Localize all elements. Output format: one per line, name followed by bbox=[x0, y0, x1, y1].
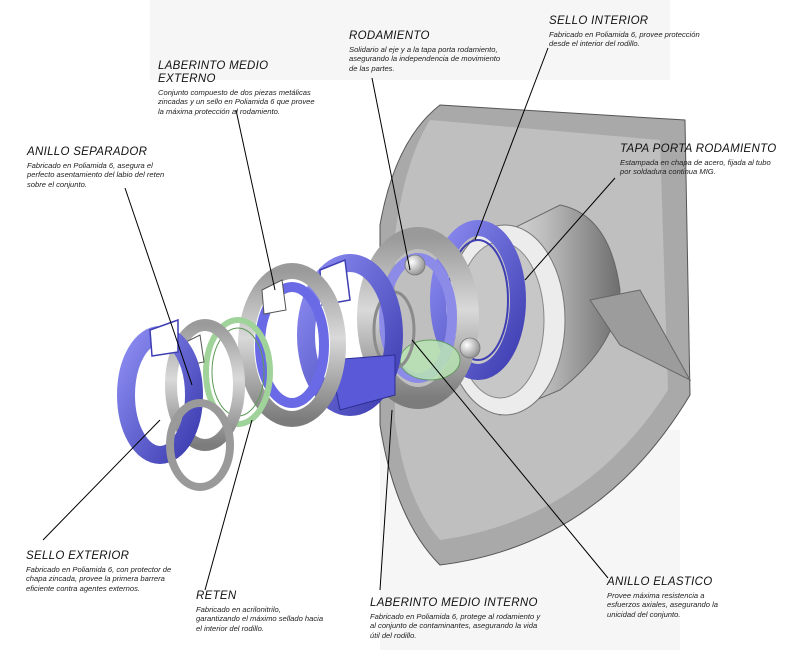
label-laberinto-medio-externo: LABERINTO MEDIO EXTERNO Conjunto compues… bbox=[158, 60, 316, 116]
rodamiento-part bbox=[357, 227, 481, 409]
laberinto-medio-externo-title: LABERINTO MEDIO EXTERNO bbox=[158, 60, 269, 85]
sello-exterior-desc: Fabricado en Poliamida 6, con protector … bbox=[26, 565, 172, 593]
label-anillo-elastico: ANILLO ELASTICO Provee máxima resistenci… bbox=[607, 576, 727, 619]
leader-rodamiento bbox=[371, 77, 411, 271]
label-reten: RETEN Fabricado en acrilonitrilo, garant… bbox=[196, 590, 326, 633]
tapa-porta-rodamiento-desc: Estampada en chapa de acero, fijada al t… bbox=[620, 158, 771, 177]
anillo-separador-title: ANILLO SEPARADOR bbox=[27, 146, 148, 158]
anillo-elastico-title: ANILLO ELASTICO bbox=[607, 576, 713, 588]
leader-anillo-elastico bbox=[411, 339, 609, 579]
sello-exterior-part bbox=[117, 318, 234, 491]
laberinto-medio-externo-desc: Conjunto compuesto de dos piezas metálic… bbox=[158, 88, 315, 116]
tapa-porta-rodamiento-part bbox=[379, 104, 692, 566]
laberinto-medio-interno-desc: Fabricado en Poliamida 6, protege al rod… bbox=[370, 612, 541, 640]
reten-title: RETEN bbox=[196, 590, 237, 602]
label-laberinto-medio-interno: LABERINTO MEDIO INTERNO Fabricado en Pol… bbox=[370, 597, 545, 640]
sello-interior-desc: Fabricado en Poliamida 6, provee protecc… bbox=[549, 30, 700, 49]
anillo-separador-desc: Fabricado en Poliamida 6, asegura el per… bbox=[27, 161, 165, 189]
leader-laberinto-medio-interno bbox=[379, 409, 393, 591]
leader-sello-interior bbox=[474, 47, 549, 241]
anillo-elastico-desc: Provee máxima resistencia a esfuerzos ax… bbox=[607, 591, 719, 619]
rodamiento-desc: Solidario al eje y a la tapa porta rodam… bbox=[349, 45, 501, 73]
sello-exterior-title: SELLO EXTERIOR bbox=[26, 550, 130, 562]
leader-tapa-porta-rodamiento bbox=[524, 177, 616, 281]
label-rodamiento: RODAMIENTO Solidario al eje y a la tapa … bbox=[349, 30, 509, 73]
leader-sello-exterior bbox=[42, 419, 161, 541]
label-tapa-porta-rodamiento: TAPA PORTA RODAMIENTO Estampada en chapa… bbox=[620, 143, 780, 177]
laberinto-medio-externo-part bbox=[238, 263, 346, 427]
sello-interior-title: SELLO INTERIOR bbox=[549, 15, 649, 27]
reten-desc: Fabricado en acrilonitrilo, garantizando… bbox=[196, 605, 324, 633]
leader-lines bbox=[42, 47, 616, 591]
laberinto-medio-interno-title: LABERINTO MEDIO INTERNO bbox=[370, 597, 538, 609]
rodamiento-title: RODAMIENTO bbox=[349, 30, 430, 42]
tapa-porta-rodamiento-title: TAPA PORTA RODAMIENTO bbox=[620, 143, 777, 155]
leader-anillo-separador bbox=[124, 187, 193, 386]
label-sello-exterior: SELLO EXTERIOR Fabricado en Poliamida 6,… bbox=[26, 550, 176, 593]
leader-laberinto-medio-externo bbox=[235, 109, 276, 291]
label-sello-interior: SELLO INTERIOR Fabricado en Poliamida 6,… bbox=[549, 15, 709, 49]
label-anillo-separador: ANILLO SEPARADOR Fabricado en Poliamida … bbox=[27, 146, 167, 189]
leader-reten bbox=[204, 419, 253, 591]
